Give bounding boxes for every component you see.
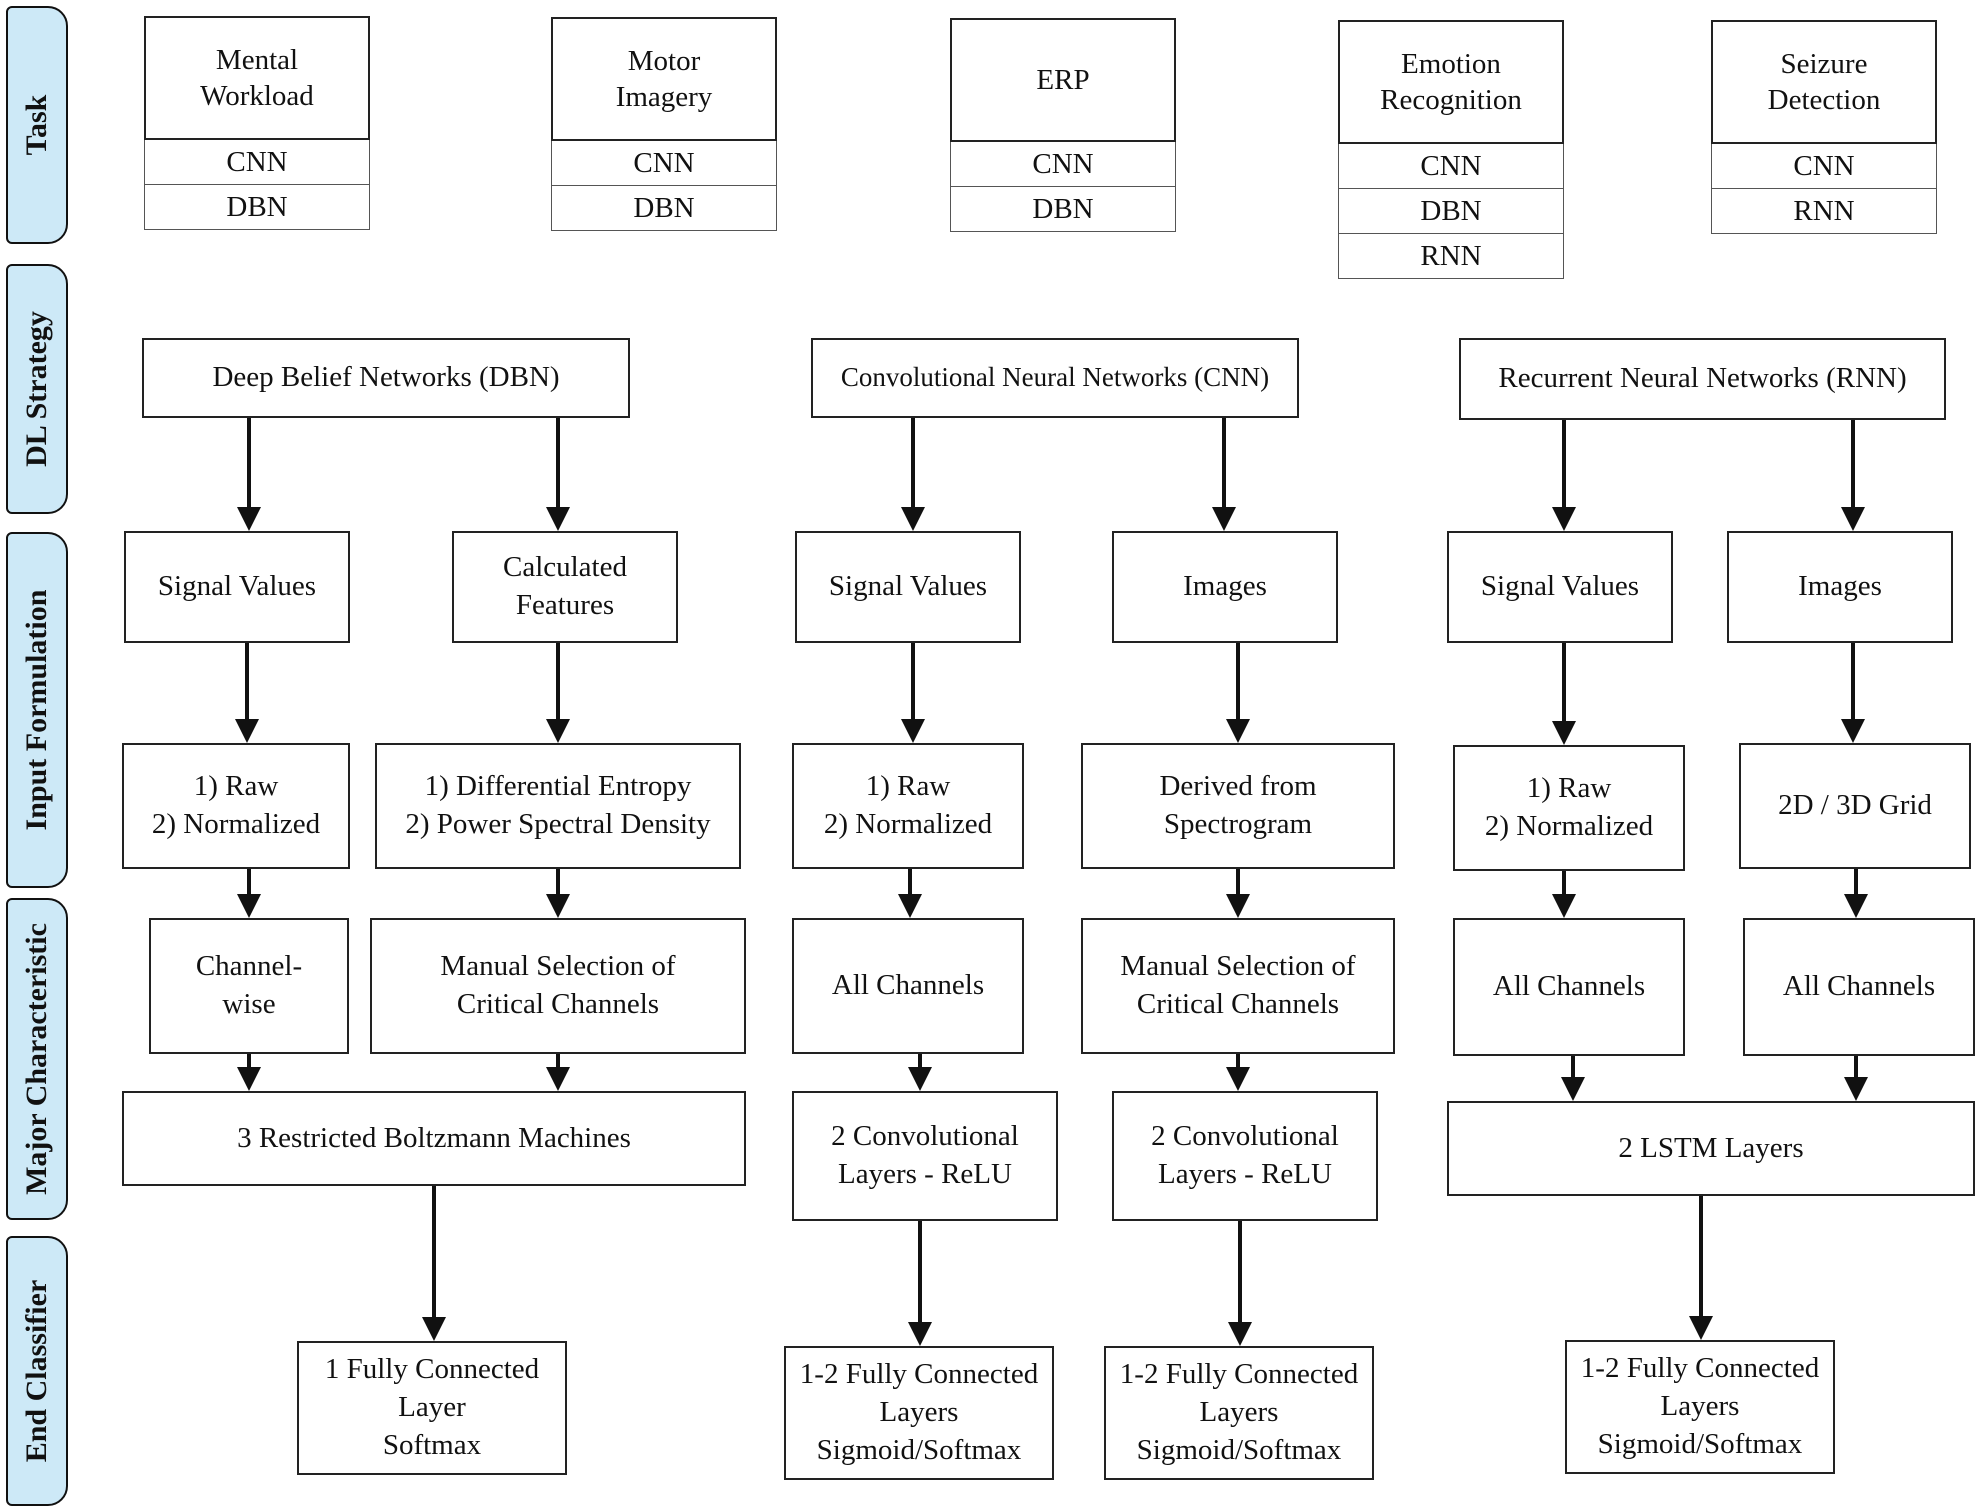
task-method: CNN [950,142,1176,187]
strategy-rnn: Recurrent Neural Networks (RNN) [1459,338,1946,420]
task-method: DBN [1338,189,1564,234]
arch-cnn-conv-2: 2 Convolutional Layers - ReLU [1112,1091,1378,1221]
task-title: Mental Workload [144,16,370,140]
input-dbn-signal-values: Signal Values [124,531,350,643]
classifier-cnn-2: 1-2 Fully Connected Layers Sigmoid/Softm… [1104,1346,1374,1480]
classifier-cnn-1: 1-2 Fully Connected Layers Sigmoid/Softm… [784,1346,1054,1480]
preproc-rnn-grid: 2D / 3D Grid [1739,743,1971,869]
strategy-dbn: Deep Belief Networks (DBN) [142,338,630,418]
input-rnn-signal-values: Signal Values [1447,531,1673,643]
preproc-rnn-raw-normalized: 1) Raw 2) Normalized [1453,745,1685,871]
classifier-rnn: 1-2 Fully Connected Layers Sigmoid/Softm… [1565,1340,1835,1474]
task-title: Motor Imagery [551,17,777,141]
task-method: RNN [1711,189,1937,234]
strategy-cnn: Convolutional Neural Networks (CNN) [811,338,1299,418]
task-method: RNN [1338,234,1564,279]
task-method: CNN [144,140,370,185]
task-seizure-detection: Seizure Detection CNN RNN [1711,20,1937,234]
channels-cnn-all: All Channels [792,918,1024,1054]
task-method: CNN [1338,144,1564,189]
input-cnn-images: Images [1112,531,1338,643]
task-method: DBN [551,186,777,231]
task-mental-workload: Mental Workload CNN DBN [144,16,370,230]
task-method: DBN [950,187,1176,232]
task-title: ERP [950,18,1176,142]
preproc-cnn-spectrogram: Derived from Spectrogram [1081,743,1395,869]
task-method: CNN [551,141,777,186]
arch-cnn-conv-1: 2 Convolutional Layers - ReLU [792,1091,1058,1221]
task-method: CNN [1711,144,1937,189]
channels-dbn-channelwise: Channel- wise [149,918,349,1054]
classifier-dbn: 1 Fully Connected Layer Softmax [297,1341,567,1475]
stage-label-major-characteristic: Major Characteristic [6,898,68,1220]
task-title: Emotion Recognition [1338,20,1564,144]
input-cnn-signal-values: Signal Values [795,531,1021,643]
channels-rnn-all-1: All Channels [1453,918,1685,1056]
input-rnn-images: Images [1727,531,1953,643]
task-title: Seizure Detection [1711,20,1937,144]
task-method: DBN [144,185,370,230]
channels-rnn-all-2: All Channels [1743,918,1975,1056]
preproc-dbn-raw-normalized: 1) Raw 2) Normalized [122,743,350,869]
channels-cnn-manual-selection: Manual Selection of Critical Channels [1081,918,1395,1054]
stage-label-input-formulation: Input Formulation [6,532,68,888]
arch-dbn-rbm: 3 Restricted Boltzmann Machines [122,1091,746,1186]
channels-dbn-manual-selection: Manual Selection of Critical Channels [370,918,746,1054]
stage-label-task: Task [6,6,68,244]
arch-rnn-lstm: 2 LSTM Layers [1447,1101,1975,1196]
stage-label-end-classifier: End Classifier [6,1236,68,1506]
task-motor-imagery: Motor Imagery CNN DBN [551,17,777,231]
input-dbn-calculated-features: Calculated Features [452,531,678,643]
preproc-cnn-raw-normalized: 1) Raw 2) Normalized [792,743,1024,869]
task-emotion-recognition: Emotion Recognition CNN DBN RNN [1338,20,1564,279]
stage-label-dl-strategy: DL Strategy [6,264,68,514]
task-erp: ERP CNN DBN [950,18,1176,232]
preproc-dbn-entropy-psd: 1) Differential Entropy 2) Power Spectra… [375,743,741,869]
